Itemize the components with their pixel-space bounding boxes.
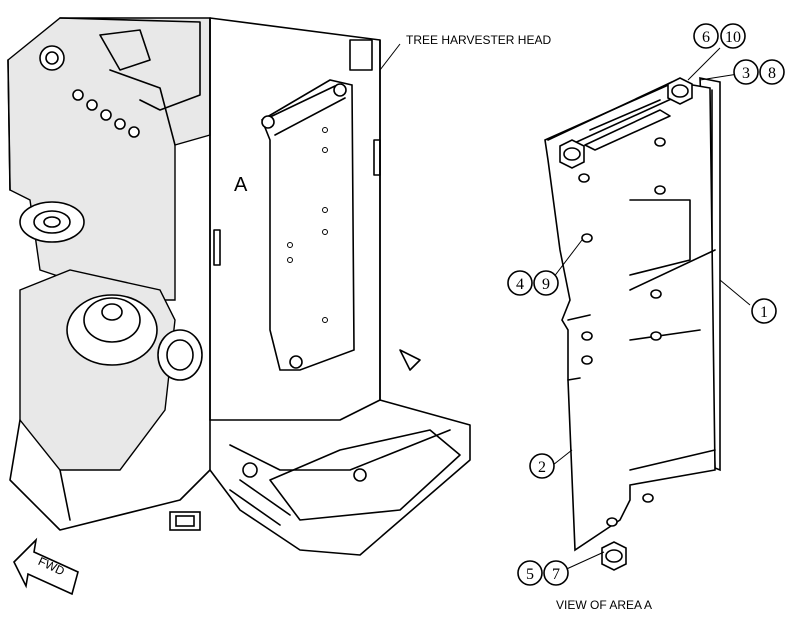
stud-group: [578, 137, 666, 527]
callout-3: 3: [733, 59, 759, 85]
title-leader-line: [379, 43, 401, 71]
callout-6: 6: [693, 23, 719, 49]
area-marker-label: A: [234, 174, 248, 196]
title-label: TREE HARVESTER HEAD: [406, 33, 551, 47]
callout-1-label: 1: [760, 304, 768, 321]
callout-9-label: 9: [542, 276, 550, 293]
callout-5: 5: [517, 560, 543, 586]
callout-2: 2: [529, 453, 555, 479]
callout-4: 4: [507, 270, 533, 296]
bolt-top-left-icon: [559, 139, 585, 169]
callout-8: 8: [759, 59, 785, 85]
view-caption: VIEW OF AREA A: [556, 598, 652, 612]
callout-7-label: 7: [552, 566, 560, 583]
callout-1: 1: [751, 298, 777, 324]
title-annotation: TREE HARVESTER HEAD: [379, 33, 551, 71]
mounting-plate-detail: [544, 77, 721, 571]
callout-2-label: 2: [538, 459, 546, 476]
harvester-head-assembly: [7, 17, 471, 556]
callout-6-label: 6: [702, 29, 710, 46]
bolt-top-right-icon: [667, 77, 693, 105]
callout-5-label: 5: [526, 566, 534, 583]
callout-9: 9: [533, 270, 559, 296]
callout-3-label: 3: [742, 65, 750, 82]
callout-7: 7: [543, 560, 569, 586]
fwd-arrow-icon: FWD: [13, 537, 79, 596]
callout-4-label: 4: [516, 276, 524, 293]
callout-8-label: 8: [768, 65, 776, 82]
callout-10: 10: [720, 23, 746, 49]
callout-10-label: 10: [725, 29, 741, 46]
bolt-bottom-icon: [601, 541, 627, 571]
